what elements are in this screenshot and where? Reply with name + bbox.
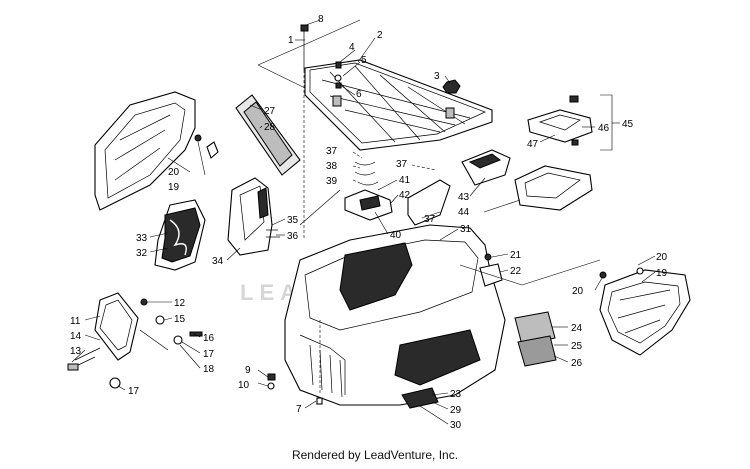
callout-17-b[interactable]: 17 [128, 386, 140, 397]
callout-40[interactable]: 40 [390, 230, 402, 241]
callout-26[interactable]: 26 [571, 358, 583, 369]
nut-3[interactable] [442, 79, 461, 94]
callout-labels[interactable]: 1 2 3 4 5 6 7 8 9 10 11 12 13 14 15 16 1… [70, 14, 668, 431]
callout-2[interactable]: 2 [377, 30, 383, 41]
callout-9[interactable]: 9 [245, 365, 251, 376]
callout-7[interactable]: 7 [296, 404, 302, 415]
headlight-assembly[interactable] [67, 292, 139, 371]
bracket-42[interactable] [407, 179, 451, 226]
callout-5[interactable]: 5 [361, 55, 367, 66]
callout-13[interactable]: 13 [70, 346, 82, 357]
left-fender-upper[interactable] [94, 91, 196, 211]
callout-20-c[interactable]: 20 [572, 286, 584, 297]
callout-27[interactable]: 27 [264, 106, 276, 117]
rear-rack[interactable] [304, 59, 493, 151]
callout-1[interactable]: 1 [288, 35, 294, 46]
bolt-8[interactable] [300, 24, 309, 70]
callout-19-a[interactable]: 19 [168, 182, 180, 193]
callout-20-a[interactable]: 20 [168, 167, 180, 178]
callout-37-c[interactable]: 37 [424, 214, 436, 225]
bracket-43[interactable] [461, 149, 511, 186]
rack-hardware[interactable] [334, 61, 342, 89]
callout-4[interactable]: 4 [349, 42, 355, 53]
callout-44[interactable]: 44 [458, 207, 470, 218]
callout-28[interactable]: 28 [264, 122, 276, 133]
callout-45[interactable]: 45 [622, 119, 634, 130]
callout-15[interactable]: 15 [174, 314, 186, 325]
clip-20-right[interactable] [599, 267, 644, 279]
callout-24[interactable]: 24 [571, 323, 583, 334]
callout-6[interactable]: 6 [356, 89, 362, 100]
callout-18[interactable]: 18 [203, 364, 215, 375]
callout-33[interactable]: 33 [136, 233, 148, 244]
callout-34[interactable]: 34 [212, 256, 224, 267]
callout-3[interactable]: 3 [434, 71, 440, 82]
callout-30[interactable]: 30 [450, 420, 462, 431]
callout-35[interactable]: 35 [287, 215, 299, 226]
callout-38[interactable]: 38 [326, 161, 338, 172]
front-body-panel[interactable]: ARCTIC CAT [284, 224, 506, 409]
callout-36[interactable]: 36 [287, 231, 299, 242]
clip-20-upper[interactable] [194, 134, 219, 159]
callout-22[interactable]: 22 [510, 266, 522, 277]
callout-16[interactable]: 16 [203, 333, 215, 344]
callout-32[interactable]: 32 [136, 248, 148, 259]
callout-21[interactable]: 21 [510, 250, 522, 261]
callout-37-a[interactable]: 37 [326, 146, 338, 157]
storage-bin-44[interactable] [514, 165, 593, 211]
callout-17-a[interactable]: 17 [203, 349, 215, 360]
callout-31[interactable]: 31 [460, 224, 472, 235]
callout-10[interactable]: 10 [238, 380, 250, 391]
decal-27-28[interactable] [235, 94, 301, 176]
callout-29[interactable]: 29 [450, 405, 462, 416]
callout-25[interactable]: 25 [571, 341, 583, 352]
callout-23[interactable]: 23 [450, 389, 462, 400]
fasteners-7-9-10[interactable] [267, 373, 323, 405]
callout-12[interactable]: 12 [174, 298, 186, 309]
mount-plate-41[interactable] [344, 161, 393, 221]
callout-39[interactable]: 39 [326, 176, 338, 187]
footer-credit: Rendered by LeadVenture, Inc. [291, 448, 459, 462]
callout-46[interactable]: 46 [598, 123, 610, 134]
side-panel-32-33[interactable] [154, 199, 206, 271]
callout-41[interactable]: 41 [399, 175, 411, 186]
decal-24-26[interactable] [514, 311, 557, 367]
callout-14[interactable]: 14 [70, 331, 82, 342]
callout-20-b[interactable]: 20 [656, 252, 668, 263]
callout-43[interactable]: 43 [458, 192, 470, 203]
callout-19-b[interactable]: 19 [656, 268, 668, 279]
leader-lines [71, 19, 656, 425]
right-fender[interactable] [599, 269, 691, 356]
callout-42[interactable]: 42 [399, 190, 411, 201]
bracket-34[interactable] [227, 177, 280, 256]
storage-cover-46[interactable] [527, 95, 593, 146]
callout-47[interactable]: 47 [527, 139, 539, 150]
callout-37-b[interactable]: 37 [396, 159, 408, 170]
callout-11[interactable]: 11 [70, 316, 81, 327]
callout-8[interactable]: 8 [318, 14, 324, 25]
